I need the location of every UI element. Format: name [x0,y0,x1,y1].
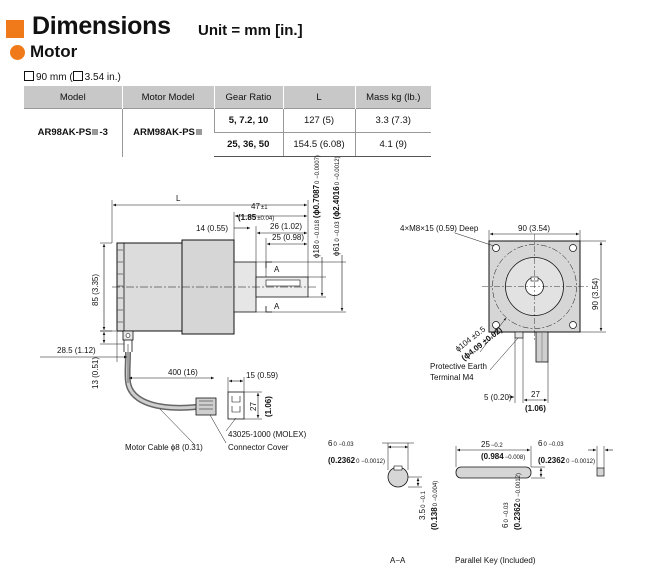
page-title: Dimensions [32,12,171,40]
dim-26: 26 (1.02) [270,222,302,231]
col-header-gear-ratio: Gear Ratio [213,86,283,109]
dim-5: 5 (0.20) [484,393,512,402]
key-end-view [596,467,605,477]
cell-l: 154.5 (6.08) [282,132,355,157]
col-header-model: Model [24,86,122,109]
square-symbol-icon [72,71,83,81]
dim-90-top: 90 (3.54) [518,224,550,233]
circle-bullet-icon [10,45,25,60]
section-aa-view: 60 −0.03 (0.23620 −0.0012) 3.50 −0.1 (0.… [328,439,439,565]
connector-cover [195,397,217,416]
dim-400: 400 (16) [168,368,198,377]
dim-47-in: (1.85±0.04) [238,213,274,222]
aa-dim-0-138: (0.1380 −0.004) [430,481,439,530]
dim-14: 14 (0.55) [196,224,228,233]
earth-label-line1: Protective Earth [430,362,487,371]
section-a-label-top: A [274,265,280,274]
aa-dim-6-in: (0.23620 −0.0012) [328,456,385,465]
aa-dim-3-5: 3.50 −0.1 [418,490,427,520]
placeholder-box-icon [195,129,202,136]
earth-label-line2: Terminal M4 [430,373,474,382]
frame-size-note: 90 mm (3.54 in.) [24,71,121,83]
cell-gear-ratio: 25, 36, 50 [214,132,283,157]
key-dim-6-side: 60 −0.03 [538,439,564,448]
dim-47: 47±1 [251,202,268,211]
dim-27-front-in: (1.06) [525,404,546,413]
aa-dim-6: 60 −0.03 [328,439,354,448]
dim-28-5: 28.5 (1.12) [57,346,96,355]
key-dim-6-vert: 60 −0.03 [501,502,510,528]
holes-label: 4×M8×15 (0.59) Deep [400,224,479,233]
dim-15: 15 (0.59) [246,371,278,380]
front-view: 4×M8×15 (0.59) Deep 90 (3.54) 90 (3.54) … [400,224,606,413]
connector-label: 43025-1000 (MOLEX) [228,430,307,439]
key-dim-25-in: (0.984−0.008) [481,452,525,461]
dim-phi18: ϕ180 −0.018(ϕ0.70870 −0.0007) [312,155,321,258]
dim-13: 13 (0.51) [91,357,100,389]
square-bullet-icon [6,20,24,38]
unit-label: Unit = mm [in.] [198,22,303,39]
dim-27-front: 27 [531,390,540,399]
key-dim-6-side-in: (0.23620 −0.0012) [538,456,595,465]
connector-cover-label: Connector Cover [228,443,289,452]
parallel-key-view: 25−0.2 (0.984−0.008) 60 −0.03 (0.23620 −… [455,439,613,565]
cell-motor-model: ARM98AK-PS [121,108,214,157]
section-aa-label: A−A [390,556,406,565]
parallel-key [455,466,532,479]
section-title: Motor [30,42,78,61]
table-row: AR98AK-PS-3 ARM98AK-PS 5, 7.2, 10 127 (5… [24,108,431,157]
placeholder-box-icon [92,129,99,136]
col-header-motor-model: Motor Model [121,86,214,109]
square-symbol-icon [24,71,34,81]
connector [227,391,245,420]
dim-l: L [176,194,181,203]
dim-27-conn-in: (1.06) [264,396,273,417]
cell-l: 127 (5) [282,108,355,133]
side-view: A A L 47±1 (1.85±0.04) 14 (0.55) 26 (1.0… [40,155,346,452]
cell-mass: 4.1 (9) [354,132,431,157]
key-dim-25: 25−0.2 [481,440,503,449]
spec-table: Model Motor Model Gear Ratio L Mass kg (… [24,86,431,157]
section-a-label-bottom: A [274,302,280,311]
table-row: 25, 36, 50 154.5 (6.08) 4.1 (9) [24,132,431,157]
dim-25: 25 (0.98) [272,233,304,242]
shaft-key [265,279,301,287]
motor-cable-label: Motor Cable ϕ8 (0.31) [125,443,203,452]
key-dim-6-vert-in: (0.23620 −0.0012) [513,473,522,530]
dim-90-side: 90 (3.54) [591,278,600,310]
col-header-l: L [282,86,355,109]
cell-gear-ratio: 5, 7.2, 10 [213,108,283,133]
col-header-mass: Mass kg (lb.) [354,86,431,109]
table-header-row: Model Motor Model Gear Ratio L Mass kg (… [24,86,431,109]
dim-phi61: ϕ610 −0.03(ϕ2.40160 −0.0012) [332,156,341,256]
dim-27-conn: 27 [249,402,258,411]
dim-85: 85 (3.35) [91,274,100,306]
parallel-key-label: Parallel Key (Included) [455,556,536,565]
cell-mass: 3.3 (7.3) [354,108,431,133]
cell-model: AR98AK-PS-3 [24,108,122,157]
